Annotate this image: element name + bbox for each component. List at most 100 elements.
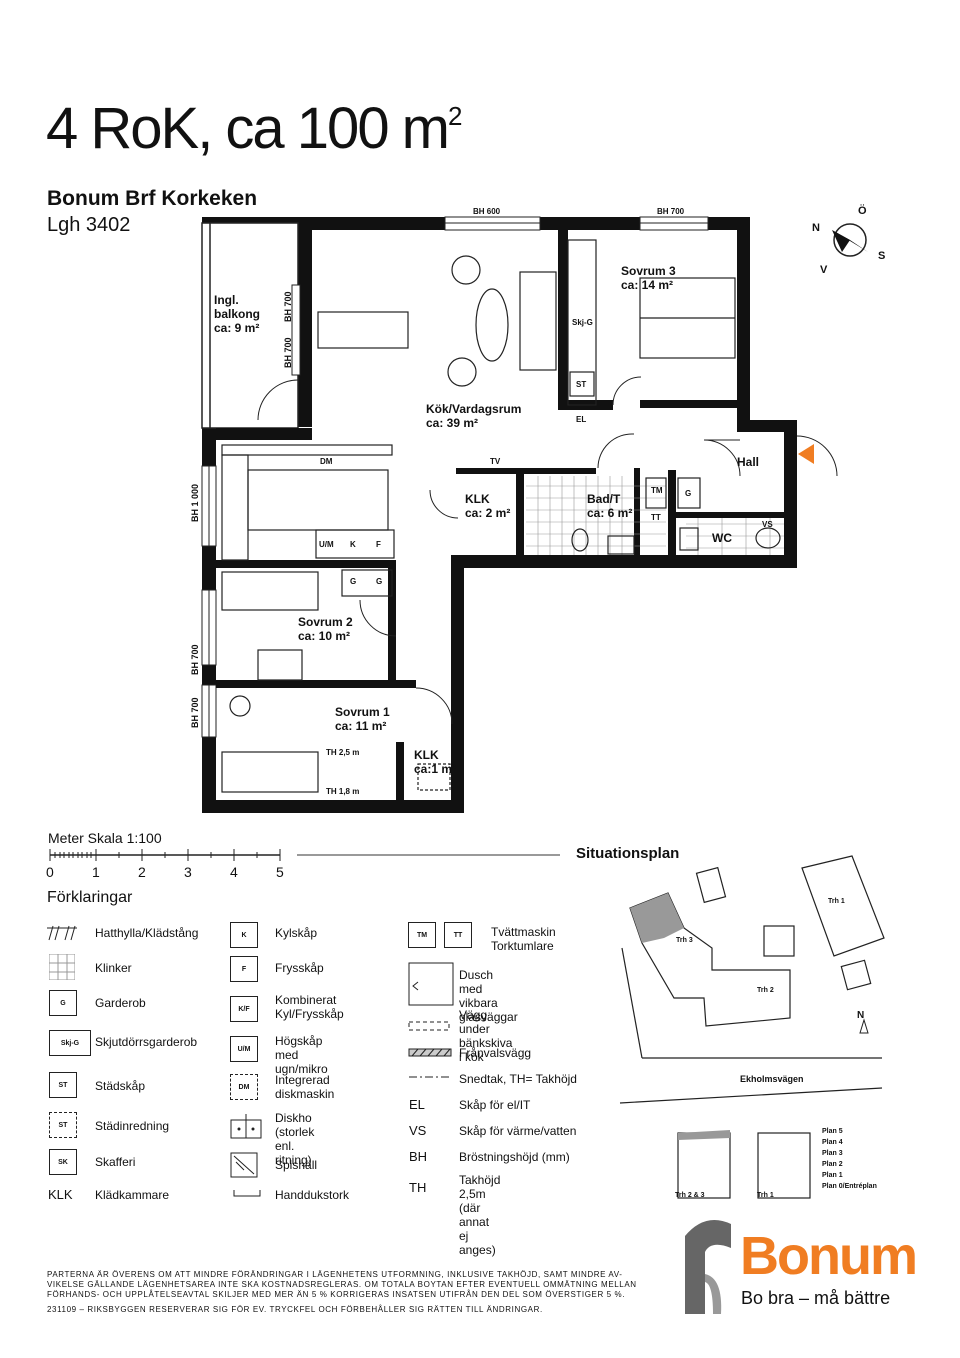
situation-trh1: Trh 1 (828, 898, 845, 905)
label-g1: G (350, 577, 357, 586)
scale-tick-4: 4 (230, 864, 238, 880)
optional-wall-icon (408, 1048, 452, 1057)
disclaimer: PARTERNA ÄR ÖVERENS OM ATT MINDRE FÖRÄND… (47, 1270, 637, 1314)
scale-tick-5: 5 (276, 864, 284, 880)
sink-icon (230, 1114, 262, 1139)
label-bh700-balcony-b: BH 700 (283, 337, 293, 368)
compass-n: N (812, 222, 820, 234)
legend-box: TM (408, 922, 436, 948)
label-st: ST (576, 380, 587, 389)
label-dm: DM (320, 457, 333, 466)
compass-icon (832, 223, 868, 257)
legend-item: Kylskåp (275, 926, 318, 940)
tile-icon (49, 954, 75, 980)
section-floors: Plan 5 Plan 4 Plan 3 Plan 2 Plan 1 Plan … (822, 1128, 877, 1190)
legend-box: G (49, 990, 77, 1016)
situation-plan (619, 855, 885, 1199)
legend-box: U/M (230, 1036, 258, 1062)
label-vs: VS (762, 520, 773, 529)
label-tv: TV (490, 457, 501, 466)
legend-item: Snedtak, TH= Takhöjd (459, 1072, 577, 1086)
legend-title: Förklaringar (47, 889, 133, 906)
scale-bar (49, 849, 560, 861)
legend-item: Vägg under bänkskiva i kök (459, 1008, 513, 1064)
hat-rack-icon (47, 925, 77, 941)
sloped-ceiling-line-icon (409, 1076, 451, 1078)
label-th18: TH 1,8 m (326, 787, 360, 796)
legend-item: Skåp för el/IT (459, 1098, 531, 1112)
label-bh700-top: BH 700 (657, 207, 685, 216)
legend-abbr: VS (409, 1123, 427, 1138)
label-g-bath: G (685, 489, 692, 498)
legend-item: Integrerad diskmaskin (275, 1073, 335, 1101)
compass-o: Ö (858, 205, 867, 217)
legend-item: Städskåp (95, 1079, 146, 1093)
situation-trh3: Trh 3 (676, 937, 693, 944)
legend-item: Högskåp med ugn/mikro (275, 1034, 328, 1076)
shower-icon (408, 962, 454, 1006)
legend-item: Kombinerat Kyl/Frysskåp (275, 993, 344, 1021)
legend-item: Handdukstork (275, 1188, 350, 1202)
furniture (221, 239, 781, 793)
legend-item: Skåp för värme/vatten (459, 1124, 577, 1138)
apartment-number: Lgh 3402 (47, 214, 131, 236)
bonum-logo-icon (685, 1220, 731, 1314)
legend-box: SK (49, 1149, 77, 1175)
label-tm: TM (651, 486, 663, 495)
label-bh700-bed2: BH 700 (190, 644, 200, 675)
scale-tick-2: 2 (138, 864, 146, 880)
legend-item: Diskho (storlek enl. ritning) (275, 1111, 315, 1167)
windows (201, 216, 709, 738)
label-f: F (376, 540, 381, 549)
label-el: EL (576, 415, 587, 424)
scale-tick-0: 0 (46, 864, 54, 880)
legend-abbr: TH (409, 1180, 427, 1195)
compass-v: V (820, 264, 828, 276)
brand-slogan: Bo bra – må bättre (741, 1288, 891, 1308)
legend-item: Hatthylla/Klädstång (95, 926, 199, 940)
legend-box: DM (230, 1074, 258, 1100)
legend-item: Spishäll (275, 1158, 318, 1172)
legend-item: Frysskåp (275, 961, 324, 975)
legend-item: Dusch med vikbara glasväggar (459, 968, 518, 1024)
entrance-arrow-icon (798, 444, 814, 464)
scale-tick-1: 1 (92, 864, 100, 880)
legend-item: Skjutdörrsgarderob (95, 1035, 198, 1049)
label-bh700-bed1: BH 700 (190, 697, 200, 728)
legend-item: Frånvalsvägg (459, 1046, 532, 1060)
legend-item: Garderob (95, 996, 146, 1010)
section-trh1: Trh 1 (757, 1192, 774, 1199)
legend-abbr: KLK (48, 1187, 73, 1202)
counter-wall-icon (408, 1021, 450, 1031)
legend-item: Bröstningshöjd (mm) (459, 1150, 570, 1164)
legend-box: ST (49, 1112, 77, 1138)
situation-trh2: Trh 2 (757, 987, 774, 994)
page-title: 4 RoK, ca 100 m2 (46, 96, 463, 161)
label-skj-g: Skj-G (572, 318, 593, 327)
legend-box: K/F (230, 996, 258, 1022)
situation-street: Ekholmsvägen (740, 1074, 804, 1084)
label-g2: G (376, 577, 383, 586)
legend-item: Klinker (95, 961, 132, 975)
towel-rail-icon (233, 1190, 261, 1197)
legend-abbr: EL (409, 1097, 425, 1112)
legend-box: Skj-G (49, 1030, 91, 1056)
legend-item: Klädkammare (95, 1188, 170, 1202)
scale-tick-3: 3 (184, 864, 192, 880)
brand-name: Bonum (740, 1226, 918, 1286)
legend-box-2: TT (444, 922, 472, 948)
label-tt: TT (651, 513, 661, 522)
label-k: K (350, 540, 356, 549)
legend-box: K (230, 922, 258, 948)
legend-item: Städinredning (95, 1119, 170, 1133)
situation-plan-title: Situationsplan (576, 845, 680, 862)
room-wc: WC (712, 531, 732, 545)
legend-box: F (230, 956, 258, 982)
